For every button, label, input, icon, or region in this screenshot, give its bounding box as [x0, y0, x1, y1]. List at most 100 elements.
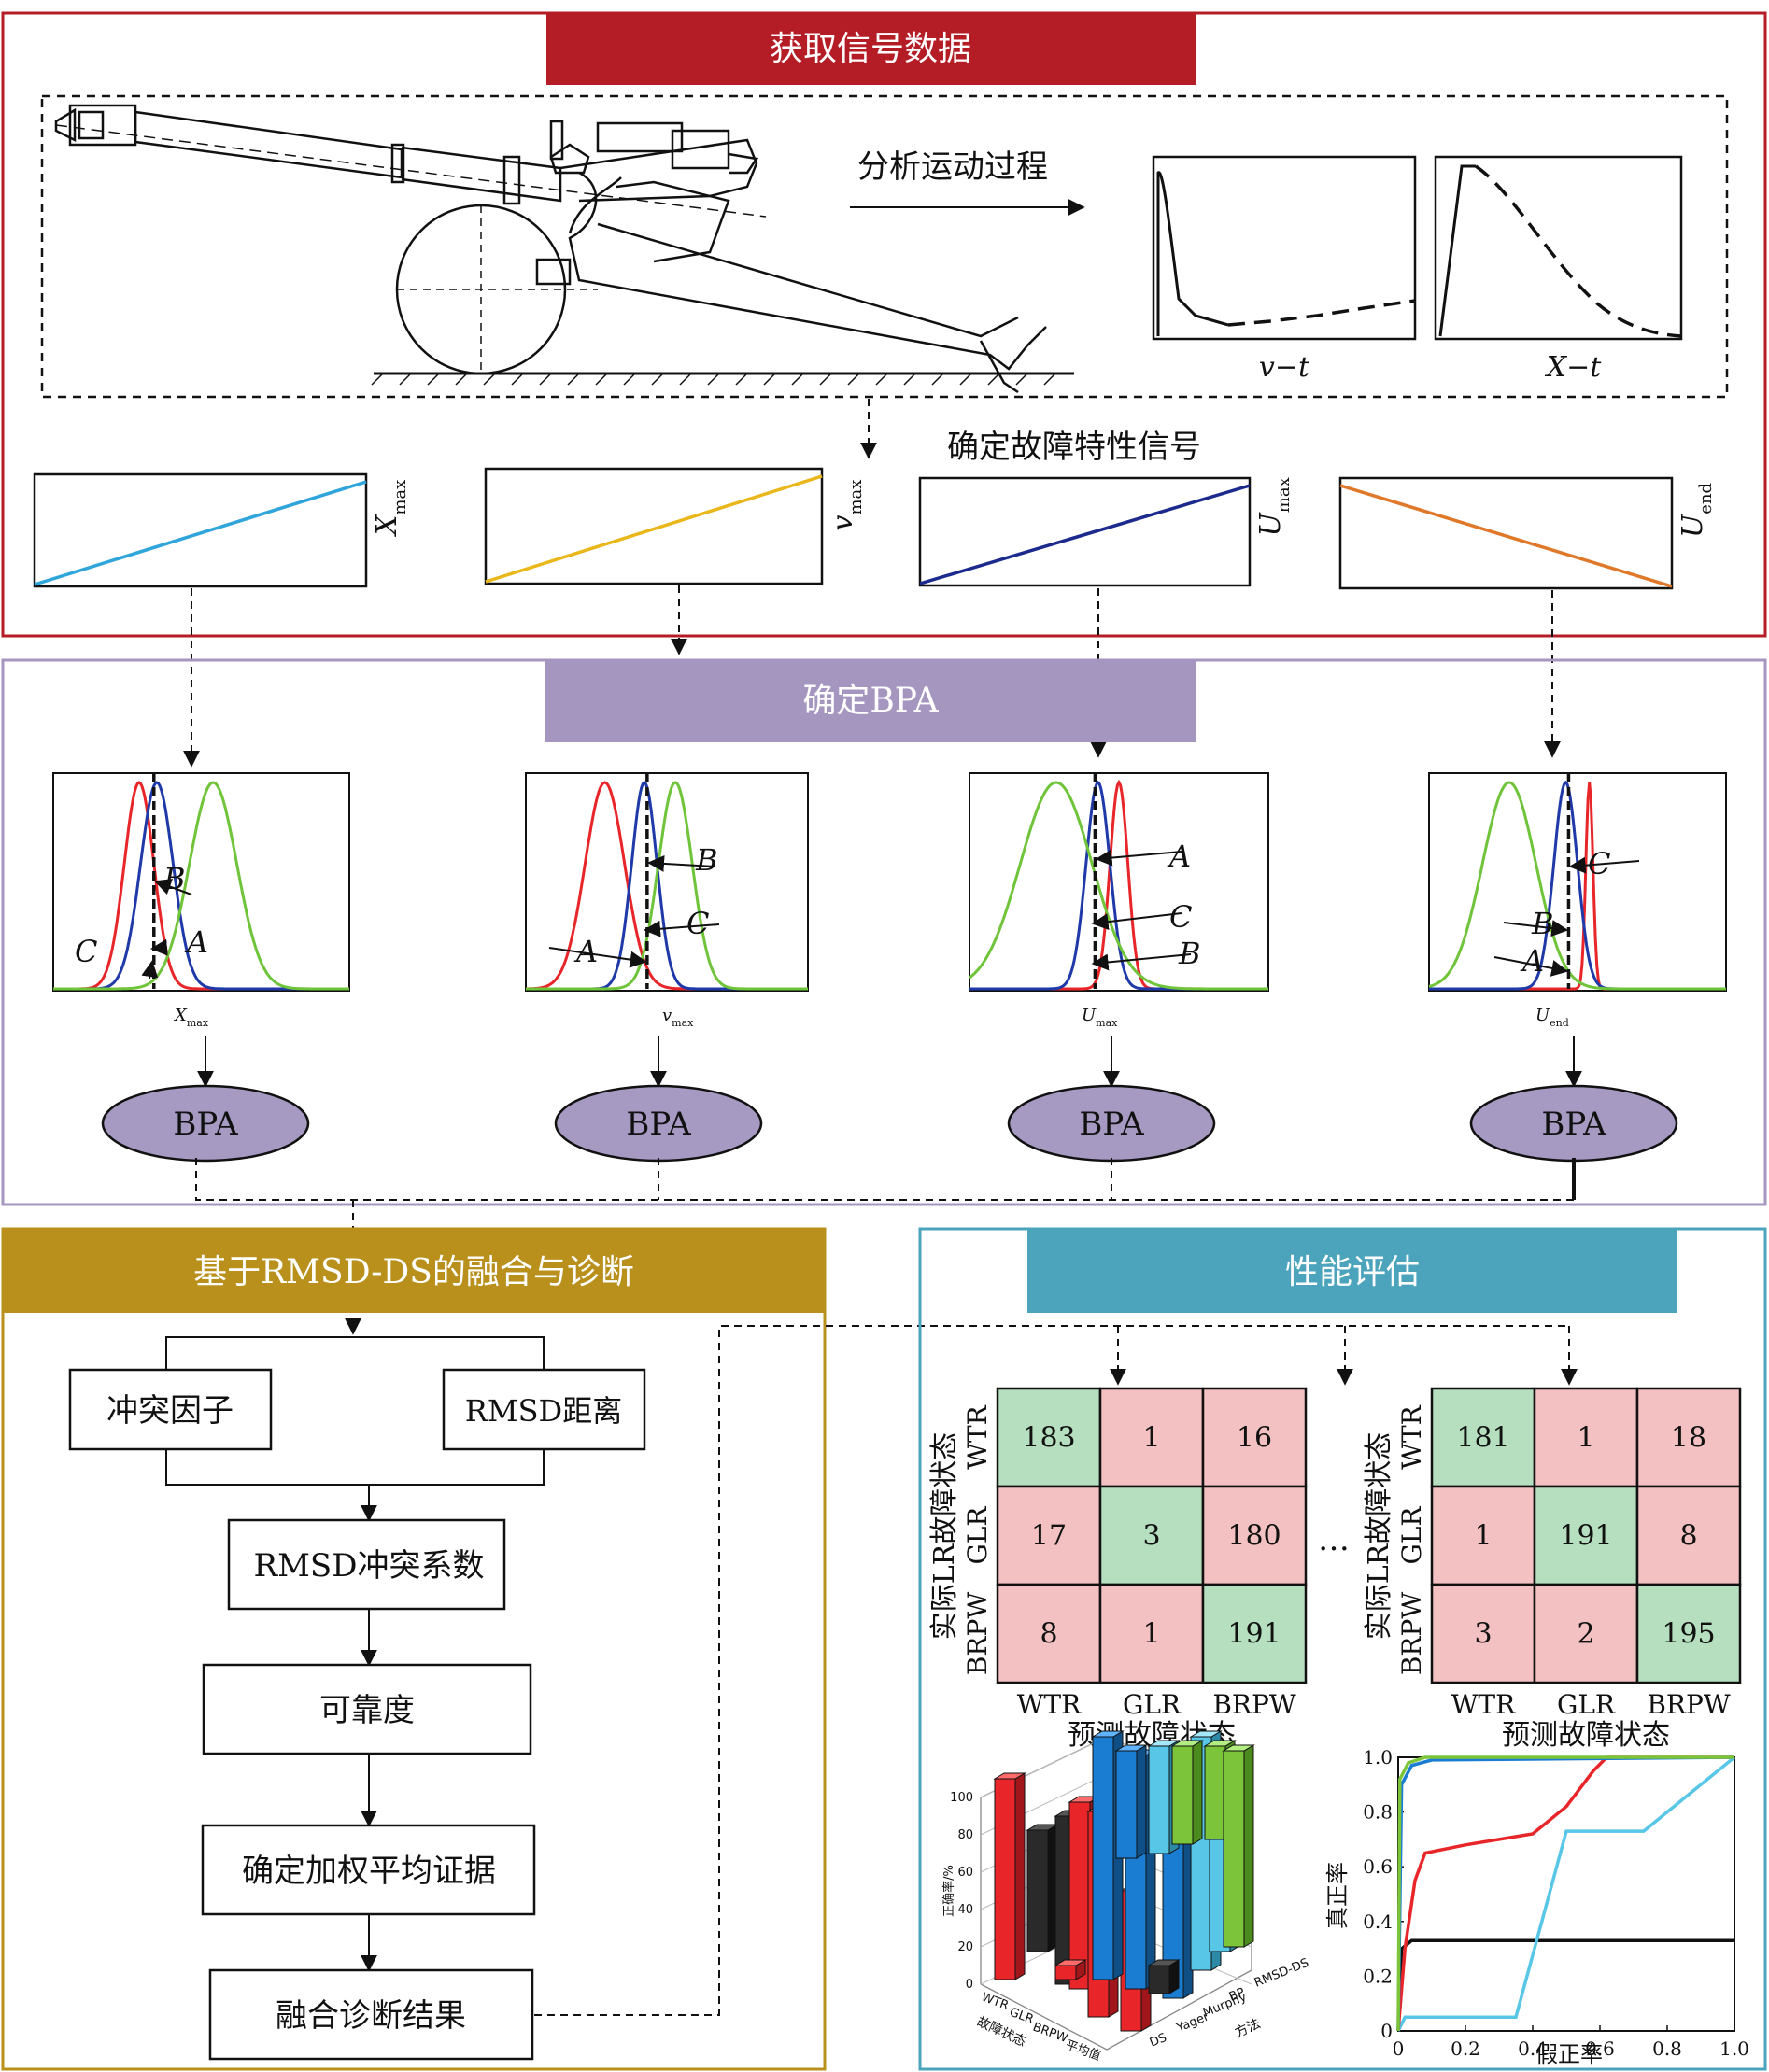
matrix-cell-1-2-1 [1533, 1583, 1639, 1684]
process-dashed-box [40, 94, 1729, 399]
matrix-value-0-1-2: 180 [1227, 1520, 1281, 1553]
bar3d-bar-17 [1222, 1744, 1255, 1948]
bpa-section: 确定BPA BACXmaxBPABCAvmaxBPAACBUmaxBPACBAU… [1, 658, 1767, 1335]
x-t-curve-plot: X−t [1434, 155, 1683, 384]
matrix-col-label-0-0: WTR [1017, 1689, 1082, 1720]
rmsd-conflict-coef-box [227, 1518, 506, 1611]
bpa-join-lines [195, 1158, 1574, 1201]
matrix-value-1-0-0: 181 [1456, 1422, 1509, 1455]
acquire-section: 获取信号数据 [1, 11, 1767, 768]
roc-xtick-5: 1.0 [1719, 2037, 1749, 2060]
weighted-evidence-label: 确定加权平均证据 [242, 1853, 496, 1890]
signal-label-1: vmax [827, 480, 866, 531]
signal-sub-3: end [1696, 483, 1716, 514]
bar3d-ylabel: 正确率/% [941, 1865, 956, 1917]
matrix-value-0-0-1: 1 [1142, 1422, 1160, 1455]
bpa-label-0-1: A [184, 924, 208, 960]
v-t-label: v−t [1259, 351, 1310, 384]
roc-xlabel: 假正率 [1535, 2041, 1603, 2067]
matrix-col-label-1-0: WTR [1451, 1689, 1516, 1720]
bar3d-ytick-4: 80 [957, 1828, 973, 1842]
roc-curve-4 [1396, 1755, 1734, 2032]
bar3d-method-tick-4: RMSD-DS [1252, 1956, 1311, 1991]
signal-sub-0: max [390, 480, 410, 515]
matrix-cell-1-0-0 [1430, 1387, 1536, 1488]
matrix-value-0-1-0: 17 [1031, 1520, 1067, 1553]
matrix-value-1-2-1: 2 [1577, 1618, 1594, 1651]
bar3d-state-tick-1: GLR [1008, 2006, 1036, 2027]
signal-plot-3: Uend [1338, 476, 1716, 590]
bpa-node-label-2: BPA [1079, 1106, 1144, 1143]
matrix-cell-0-0-1 [1098, 1387, 1205, 1488]
roc-ytick-2: 0.4 [1363, 1910, 1393, 1933]
matrix-value-1-2-0: 3 [1474, 1618, 1492, 1651]
v-t-curve-plot: v−t [1152, 155, 1417, 384]
matrix-cell-1-0-2 [1635, 1387, 1742, 1488]
bar3d-state-tick-2: BRPW [1031, 2021, 1070, 2046]
bpa-axis-label-3: Uend [1535, 1006, 1569, 1029]
signal-plot-1: vmax [484, 467, 866, 585]
bpa-label-2-2: B [1178, 936, 1201, 971]
matrix-cell-0-1-2 [1201, 1485, 1308, 1586]
signal-line-3 [1339, 484, 1673, 588]
signal-symbol-0: X [371, 514, 403, 537]
conflict-factor-box [68, 1368, 273, 1451]
matrix-ylabel-1: 实际LR故障状态 [1363, 1432, 1395, 1641]
fusion-section-border [1, 1227, 827, 2071]
signal-symbol-1: v [827, 515, 859, 531]
bar3d-state-tick-0: WTR [980, 1991, 1011, 2013]
rmsd-distance-label: RMSD距离 [465, 1393, 622, 1429]
fusion-title: 基于RMSD-DS的融合与诊断 [193, 1253, 634, 1291]
fusion-result-label: 融合诊断结果 [276, 1997, 466, 2035]
bar3d-bar-0 [993, 1772, 1026, 1980]
bpa-curve-green-2 [969, 781, 1268, 991]
rmsd-distance-box [442, 1368, 646, 1451]
reliability-box [202, 1663, 532, 1755]
fault-signal-label: 确定故障特性信号 [947, 429, 1201, 466]
analyze-motion-label: 分析运动过程 [857, 148, 1048, 186]
matrix-value-0-2-1: 1 [1142, 1618, 1160, 1651]
reliability-label: 可靠度 [319, 1692, 415, 1729]
roc-ytick-3: 0.6 [1363, 1855, 1393, 1878]
acquire-title: 获取信号数据 [770, 30, 971, 68]
bpa-label-1-2: A [573, 934, 598, 969]
signal-line-2 [919, 484, 1251, 585]
matrix-row-label-1-2: BRPW [1396, 1592, 1427, 1675]
matrix-xlabel-1: 预测故障状态 [1502, 1719, 1670, 1752]
matrix-cell-0-2-0 [996, 1583, 1102, 1684]
bpa-title-bar [545, 660, 1196, 742]
fusion-section: 基于RMSD-DS的融合与诊断 冲突因子 RMSD距离 RMSD冲突系数 可靠度… [1, 1227, 1578, 2071]
roc-ytick-5: 1.0 [1363, 1746, 1393, 1769]
matrix-cell-0-0-2 [1201, 1387, 1308, 1488]
roc-ylabel: 真正率 [1324, 1862, 1351, 1929]
rmsd-conflict-coef-label: RMSD冲突系数 [254, 1547, 485, 1585]
matrix-value-0-0-2: 16 [1237, 1422, 1272, 1455]
bpa-node-label-1: BPA [626, 1106, 691, 1143]
perf-title-bar [1027, 1229, 1677, 1313]
matrix-value-0-0-0: 183 [1022, 1422, 1075, 1455]
signal-line-0 [34, 480, 367, 586]
matrix-cell-0-0-0 [996, 1387, 1102, 1488]
signal-label-3: Uend [1677, 483, 1716, 538]
matrix-value-0-2-2: 191 [1227, 1618, 1281, 1651]
matrix-value-1-2-2: 195 [1662, 1618, 1715, 1651]
signal-line-1 [485, 474, 823, 584]
bar3d-ytick-1: 20 [957, 1940, 973, 1954]
roc-xtick-2: 0.4 [1518, 2037, 1548, 2060]
matrix-ellipsis: … [1318, 1521, 1350, 1558]
bpa-label-1-0: B [695, 842, 718, 878]
bar3d-bar-13 [1114, 1744, 1148, 1859]
signal-plot-0: Xmax [33, 472, 410, 588]
matrix-ylabel-0: 实际LR故障状态 [928, 1432, 961, 1641]
matrix-row-label-0-0: WTR [962, 1404, 993, 1469]
